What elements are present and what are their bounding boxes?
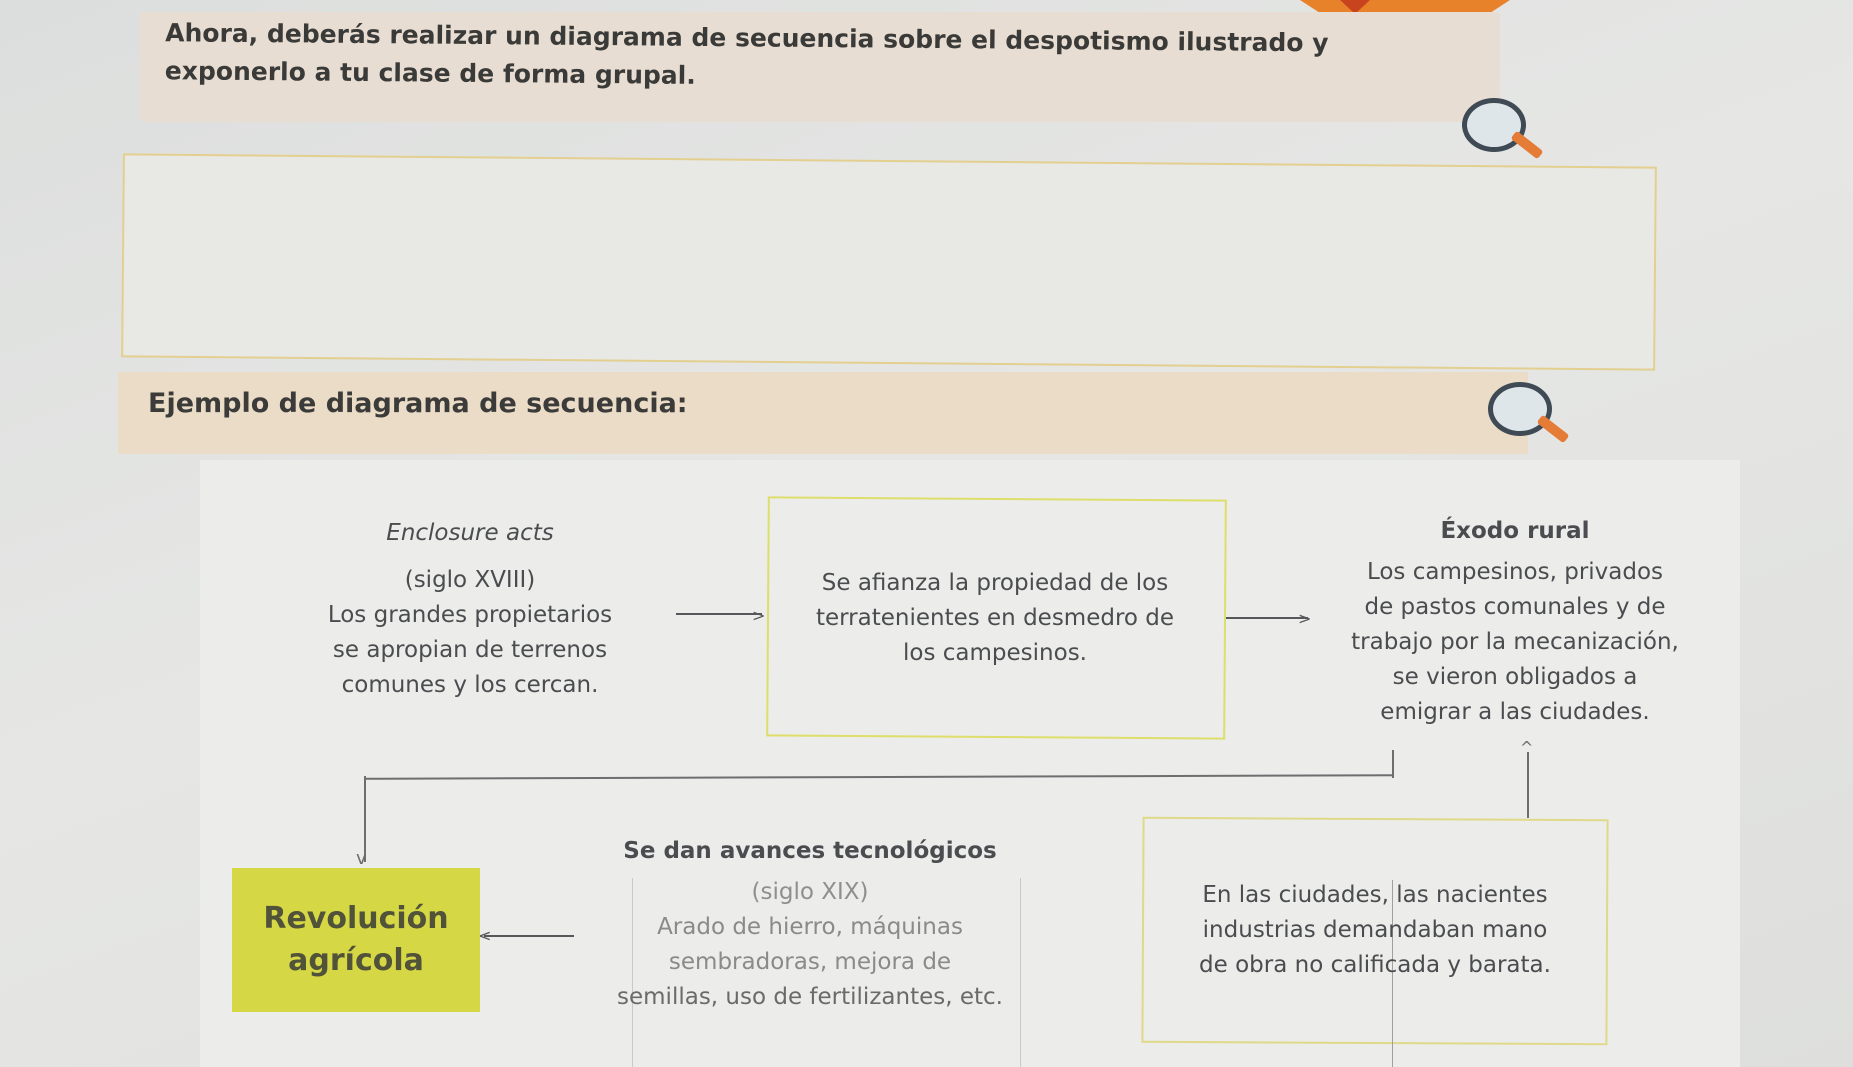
column-line bbox=[1020, 878, 1021, 1067]
center-line: terratenientes en desmedro de bbox=[815, 605, 1175, 631]
example-band bbox=[118, 372, 1528, 454]
arrow-center-to-exodo bbox=[1226, 617, 1308, 619]
revolucion-agricola-box bbox=[232, 868, 480, 1012]
connector-line bbox=[364, 776, 366, 862]
arrow-enclosure-to-center bbox=[676, 613, 762, 615]
avances-line: sembradoras, mejora de bbox=[668, 949, 952, 975]
instruction-band bbox=[140, 12, 1500, 122]
exodo-line: de pastos comunales y de bbox=[1364, 594, 1666, 620]
arrow-head-down-icon: v bbox=[356, 848, 367, 869]
arrow-head-icon: > bbox=[1298, 609, 1312, 628]
enclosure-line: se apropian de terrenos bbox=[332, 637, 608, 663]
arrow-head-left-icon: < bbox=[478, 926, 492, 945]
magnifier-icon bbox=[1462, 98, 1544, 160]
avances-century: (siglo XIX) bbox=[751, 879, 869, 905]
exodo-line: Los campesinos, privados bbox=[1366, 559, 1664, 585]
avances-line: Arado de hierro, máquinas bbox=[657, 914, 963, 940]
avances-block: Se dan avances tecnológicos (siglo XIX) … bbox=[575, 834, 1045, 1015]
enclosure-title: Enclosure acts bbox=[386, 520, 554, 546]
avances-line: semillas, uso de fertilizantes, etc. bbox=[617, 984, 1003, 1010]
center-line: Se afianza la propiedad de los bbox=[821, 570, 1169, 596]
magnifier-icon-2 bbox=[1488, 382, 1570, 444]
exodo-rural-block: Éxodo rural Los campesinos, privados de … bbox=[1320, 514, 1710, 730]
arrow-head-up-icon: ^ bbox=[1520, 738, 1534, 757]
instruction-text: Ahora, deberás realizar un diagrama de s… bbox=[165, 14, 1486, 102]
ciudades-line: industrias demandaban mano bbox=[1202, 917, 1548, 943]
center-line: los campesinos. bbox=[903, 640, 1087, 666]
enclosure-acts-block: Enclosure acts (siglo XVIII) Los grandes… bbox=[270, 516, 670, 703]
connector-line bbox=[1392, 750, 1394, 778]
revolucion-agricola-text: Revolución agrícola bbox=[240, 898, 472, 982]
avances-title: Se dan avances tecnológicos bbox=[623, 838, 997, 864]
arrow-avances-to-revolucion bbox=[484, 935, 574, 937]
ciudades-line: de obra no calificada y barata. bbox=[1199, 952, 1551, 978]
exodo-line: trabajo por la mecanización, bbox=[1351, 629, 1679, 655]
ciudades-text: En las ciudades, las nacientes industria… bbox=[1160, 878, 1590, 983]
revolucion-line-2: agrícola bbox=[288, 943, 424, 978]
example-title: Ejemplo de diagrama de secuencia: bbox=[148, 388, 688, 419]
revolucion-line-1: Revolución bbox=[263, 901, 449, 936]
exodo-line: emigrar a las ciudades. bbox=[1380, 699, 1650, 725]
enclosure-line: comunes y los cercan. bbox=[341, 672, 599, 698]
enclosure-line: Los grandes propietarios bbox=[327, 602, 613, 628]
column-line bbox=[1392, 880, 1393, 1067]
arrow-ciudades-to-exodo bbox=[1527, 752, 1529, 818]
enclosure-century: (siglo XVIII) bbox=[404, 567, 536, 593]
ciudades-line: En las ciudades, las nacientes bbox=[1202, 882, 1548, 908]
exodo-title: Éxodo rural bbox=[1440, 518, 1590, 544]
exodo-line: se vieron obligados a bbox=[1392, 664, 1638, 690]
center-text: Se afianza la propiedad de los terrateni… bbox=[785, 566, 1205, 671]
arrow-head-icon: > bbox=[752, 606, 766, 625]
column-line bbox=[632, 878, 633, 1067]
answer-box[interactable] bbox=[121, 153, 1657, 371]
